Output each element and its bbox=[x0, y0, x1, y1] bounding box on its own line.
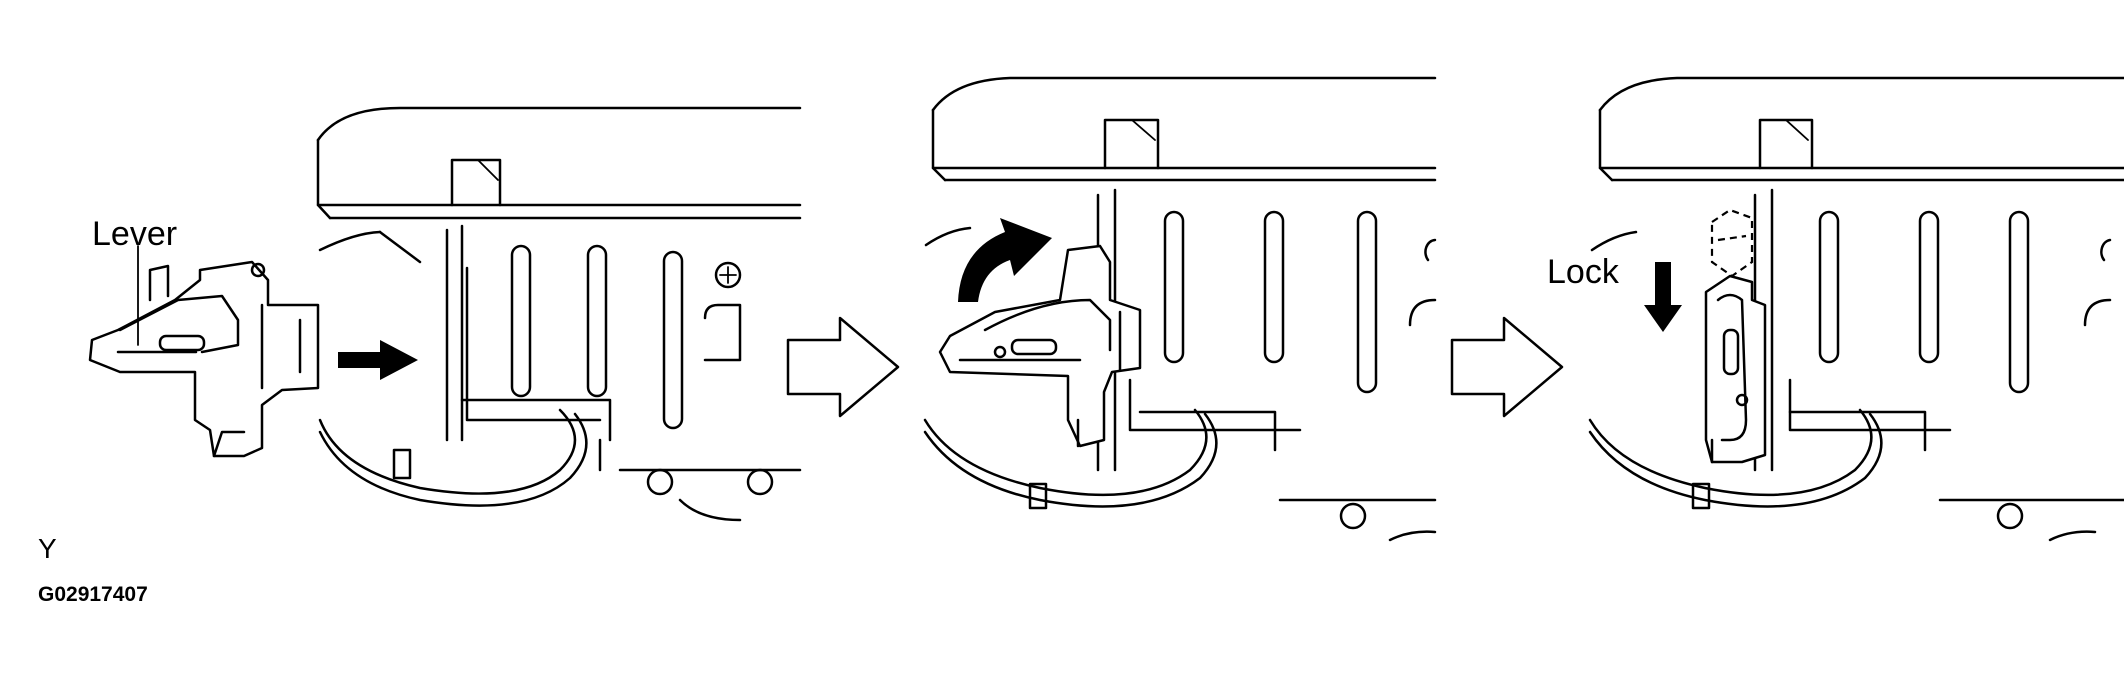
connector-lever-rotating bbox=[938, 218, 1142, 448]
panel-1-housing bbox=[316, 106, 802, 522]
step-arrow-2 bbox=[1450, 316, 1564, 418]
connector-locked bbox=[1644, 208, 1767, 464]
figure-code-number: G02917407 bbox=[38, 583, 148, 606]
figure-code-letter: Y bbox=[38, 533, 57, 564]
step-arrow-1 bbox=[786, 316, 900, 418]
lock-label: Lock bbox=[1547, 253, 1619, 291]
panel-2-housing bbox=[923, 76, 1437, 542]
connector-with-lever bbox=[88, 245, 418, 458]
lever-label: Lever bbox=[92, 215, 178, 253]
